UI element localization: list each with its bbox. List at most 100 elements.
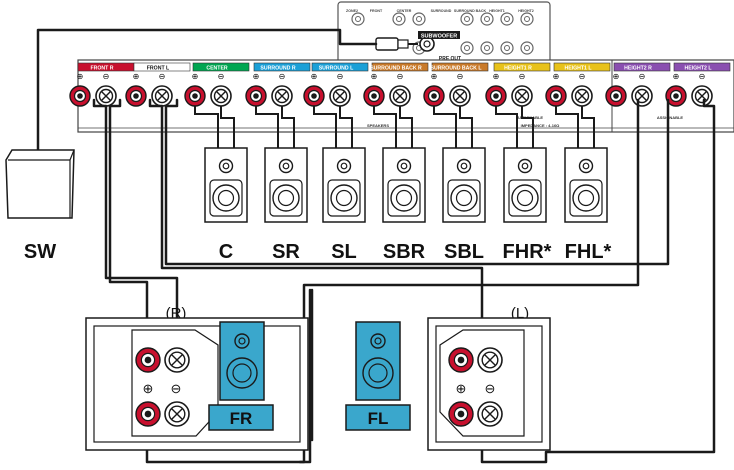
front-left-minus-terminal-2 (477, 401, 503, 427)
impedance-caption: IMPEDANCE : 4-16Ω (521, 123, 561, 128)
front-left-plus-terminal (448, 347, 474, 373)
front-right-speaker: (R) ⊕ ⊖ FR (85, 305, 309, 451)
subwoofer-box-label: SW (24, 241, 56, 263)
pre-out-jack (480, 41, 494, 55)
receiver-plus-terminal (485, 85, 507, 107)
front-left-label: FL (368, 409, 389, 428)
channel-plus: ⊕ (553, 72, 560, 81)
receiver-plus-terminal (605, 85, 627, 107)
channel-minus: ⊖ (579, 72, 586, 81)
channel-label: HEIGHT1 R (504, 66, 532, 72)
pre-out-jack (500, 41, 514, 55)
channel-plus: ⊕ (431, 72, 438, 81)
small-speaker-label: FHL* (565, 241, 612, 263)
speaker-wires (36, 28, 716, 464)
front-right-plus-terminal-2 (135, 401, 161, 427)
channel-plus: ⊕ (493, 72, 500, 81)
pre-out-jack (460, 12, 474, 26)
channel-label: HEIGHT1 L (564, 66, 592, 72)
channel-minus: ⊖ (397, 72, 404, 81)
front-left-terminals (448, 347, 503, 427)
receiver-plus-terminal (184, 85, 206, 107)
channel-plus: ⊕ (133, 72, 140, 81)
channel-minus: ⊖ (639, 72, 646, 81)
front-left-minus-terminal (477, 347, 503, 373)
channel-plus: ⊕ (613, 72, 620, 81)
small-speaker: C (204, 147, 248, 263)
receiver-plus-terminal (363, 85, 385, 107)
subwoofer-box: SW (5, 149, 75, 263)
channel-label: FRONT L (147, 66, 170, 72)
pre-out-top-label: HEIGHT2 (518, 9, 534, 13)
receiver-minus-terminal (449, 85, 471, 107)
receiver-minus-terminal (329, 85, 351, 107)
channel-label: SURROUND BACK R (370, 66, 422, 72)
receiver-minus-terminal (511, 85, 533, 107)
channel-minus: ⊖ (699, 72, 706, 81)
channel-minus: ⊖ (337, 72, 344, 81)
pre-out-top-label: FRONT (370, 9, 383, 13)
channel-plus: ⊕ (192, 72, 199, 81)
small-speaker-label: SBL (444, 241, 484, 263)
channel-minus: ⊖ (159, 72, 166, 81)
front-right-minus: ⊖ (171, 381, 182, 396)
channel-label: SURROUND BACK L (430, 66, 482, 72)
channel-label: HEIGHT2 L (684, 66, 712, 72)
channel-plus: ⊕ (77, 72, 84, 81)
receiver-plus-terminal (245, 85, 267, 107)
speakers-caption: SPEAKERS (367, 123, 389, 128)
small-speaker-label: SR (272, 241, 300, 263)
channel-header: HEIGHT1 R ⊕ ⊖ (493, 62, 551, 81)
pre-out-jack (412, 12, 426, 26)
pre-out-jack (500, 12, 514, 26)
pre-out-top-label: CENTER (397, 9, 412, 13)
small-speaker-wires (194, 106, 595, 148)
channel-label: FRONT R (90, 66, 113, 72)
subwoofer-label: SUBWOOFER (421, 34, 457, 40)
small-speaker: FHL* (564, 147, 612, 263)
receiver-minus-terminal (631, 85, 653, 107)
small-speaker-label: FHR* (503, 241, 552, 263)
front-right-plus: ⊕ (143, 381, 154, 396)
receiver-minus-terminal (571, 85, 593, 107)
small-speaker: SBR (382, 147, 426, 263)
channel-plus: ⊕ (673, 72, 680, 81)
channel-minus: ⊖ (218, 72, 225, 81)
front-right-plus-terminal (135, 347, 161, 373)
pre-out-jacks (351, 12, 534, 55)
channel-header: SURROUND BACK R⊕⊖ (370, 62, 429, 81)
channel-header: HEIGHT2 R ⊕ ⊖ (613, 62, 671, 81)
front-left-plus-terminal-2 (448, 401, 474, 427)
channel-minus: ⊖ (519, 72, 526, 81)
channel-minus: ⊖ (279, 72, 286, 81)
pre-out-jack (520, 12, 534, 26)
small-speaker: SL (322, 147, 366, 263)
channel-label: HEIGHT2 R (624, 66, 652, 72)
receiver-plus-terminal (125, 85, 147, 107)
front-right-terminals (135, 347, 190, 427)
pre-out-jack (480, 12, 494, 26)
receiver-minus-terminal (210, 85, 232, 107)
assignable-caption-2: ASSIGNABLE (657, 115, 684, 120)
channel-label: SURROUND L (319, 66, 354, 72)
receiver-minus-terminal (271, 85, 293, 107)
receiver-plus-terminal (665, 85, 687, 107)
pre-out-top-label: SURROUND (431, 9, 452, 13)
front-left-speaker: (L) ⊕ ⊖ FL (345, 305, 551, 451)
channel-plus: ⊕ (253, 72, 260, 81)
channel-header: CENTER⊕⊖ (192, 62, 250, 81)
receiver-minus-terminal (389, 85, 411, 107)
channel-header: SURROUND L⊕⊖ (311, 62, 369, 81)
receiver-minus-terminal (95, 85, 117, 107)
pre-out-top-label: HEIGHT1 (489, 9, 505, 13)
channel-header: FRONT L ⊕ ⊖ (133, 62, 191, 81)
channel-header: SURROUND BACK L⊕⊖ (430, 62, 489, 81)
small-speaker-label: SBR (383, 241, 426, 263)
receiver-plus-terminal (423, 85, 445, 107)
pre-out-label: PRE OUT (439, 56, 461, 62)
front-right-minus-terminal (164, 347, 190, 373)
small-speaker-label: C (219, 241, 233, 263)
front-left-minus: ⊖ (485, 381, 496, 396)
